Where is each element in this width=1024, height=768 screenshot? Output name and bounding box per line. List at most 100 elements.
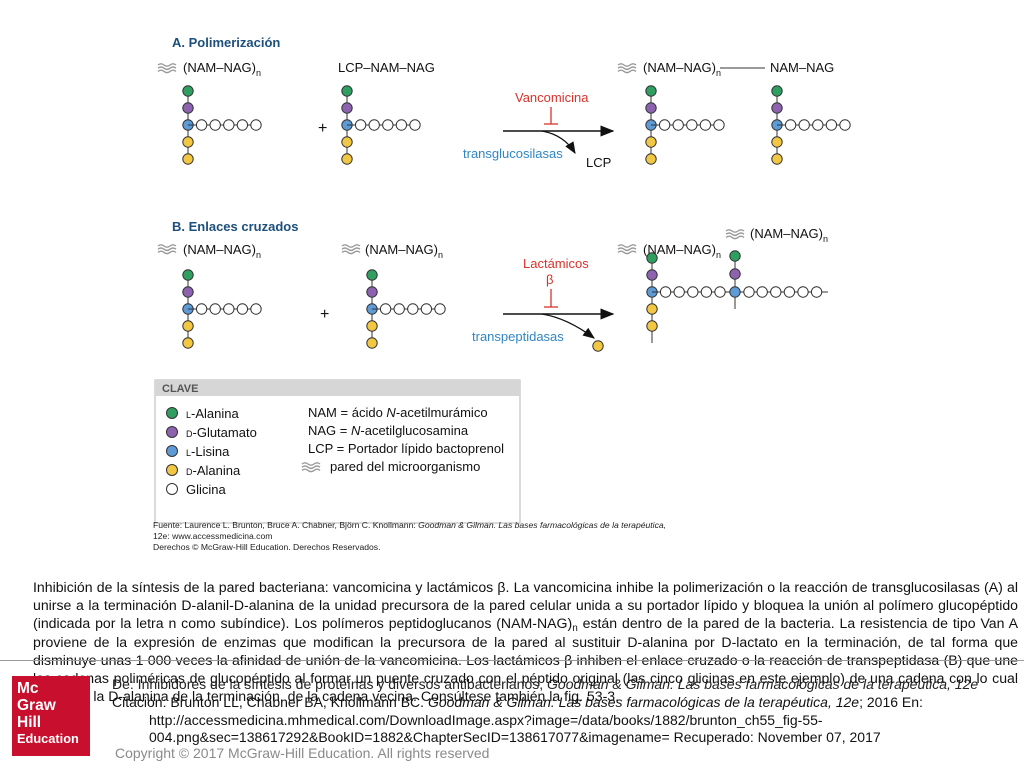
key-residue-name: -Alanina [193, 463, 241, 478]
d-glutamato-bead [366, 286, 378, 298]
d-alanina-bead [182, 337, 194, 349]
citation-book-title: Goodman & Gilman: Las bases farmacológic… [427, 694, 860, 710]
panel-b-title: B. Enlaces cruzados [172, 219, 298, 234]
d-alanina-bead [182, 153, 194, 165]
glicina-bead [409, 119, 421, 131]
key-header [155, 380, 520, 396]
panel-a-unit-left-main: (NAM–NAG) [183, 60, 256, 75]
panel-a-title: A. Polimerización [172, 35, 280, 50]
wall-b-mid-wave [341, 247, 361, 252]
glicina-bead [236, 303, 249, 315]
d-alanina-bead [646, 320, 658, 332]
panel-b-plus: + [320, 306, 329, 323]
key-definition-rest: -acetilmurámico [396, 405, 488, 420]
glicina-bead [195, 119, 208, 131]
glicina-bead [812, 119, 824, 131]
d-glutamato-bead [341, 102, 353, 114]
key-definition: pared del microorganismo [330, 459, 480, 474]
wall-a-left-wave [157, 63, 177, 67]
panel-a-unit-mid: LCP–NAM–NAG [338, 60, 435, 75]
l-alanina-bead [341, 85, 353, 97]
caption-text: Inhibición de la síntesis de la pared ba… [33, 579, 1018, 632]
d-alanina-bead [771, 153, 783, 165]
glicina-bead [700, 286, 713, 298]
key-box: CLAVEL-AlaninaD-GlutamatoL-LisinaD-Alani… [154, 379, 521, 524]
glicina-bead [687, 286, 699, 298]
glicina-bead [379, 303, 392, 315]
panel-a-plus: + [318, 120, 327, 137]
glicina-bead [784, 119, 797, 131]
key-wall-icon [301, 462, 321, 473]
l-alanina-bead [182, 269, 194, 281]
d-alanina-bead [645, 153, 657, 165]
logo-line-education: Education [17, 731, 79, 746]
d-alanina-bead [182, 320, 194, 332]
glicina-bead [393, 303, 405, 315]
wall-b-mid-wave [341, 244, 361, 248]
wall-a-left-wave [157, 66, 177, 71]
wall-a-left [157, 63, 177, 74]
key-definition-italic: N [351, 423, 361, 438]
glicina-bead [673, 286, 685, 298]
key-definition-abbr: LCP = [308, 441, 348, 456]
d-glutamato-bead [182, 102, 194, 114]
l-alanina-bead [366, 269, 378, 281]
precursor-b-mid [366, 269, 446, 349]
precursor-a-right-2 [771, 85, 851, 165]
key-residue-label: Glicina [186, 482, 227, 497]
wall-b-right-wave [617, 247, 637, 252]
l-alanina-bead [182, 85, 194, 97]
glicina-bead [810, 286, 823, 298]
source-book-title: Goodman & Gilman: Las bases farmacológic… [547, 676, 979, 692]
glicina-bead [223, 119, 235, 131]
panel-b: B. Enlaces cruzados(NAM–NAG)n+(NAM–NAG)n… [157, 219, 828, 352]
wall-a-right-wave [617, 66, 637, 71]
key-definition: LCP = Portador lípido bactoprenol [308, 441, 504, 456]
key-definition-abbr: NAG = [308, 423, 351, 438]
source-block: De: Inhibidores de la síntesis de proteí… [0, 676, 1024, 746]
glicina-bead [382, 119, 394, 131]
wall-b-right-wave [617, 244, 637, 248]
panel-a-enzyme: transglucosilasas [463, 146, 563, 161]
panel-b-branch-arrow [541, 313, 595, 339]
key-definition: NAG = N-acetilglucosamina [308, 423, 469, 438]
glicina-bead [434, 303, 446, 315]
panel-a-result-right: NAM–NAG [770, 60, 834, 75]
wall-a-right [617, 63, 637, 74]
d-alanina-bead [341, 136, 353, 148]
precursor-b-left [182, 269, 262, 349]
wall-b-top [725, 229, 745, 240]
glicina-bead [209, 119, 221, 131]
key-residue-prefix: D [186, 429, 193, 439]
glicina-bead [783, 286, 796, 298]
glicina-bead [368, 119, 380, 131]
glicina-bead [354, 119, 367, 131]
glicina-bead [250, 119, 262, 131]
panel-a-branch-arrow [541, 130, 576, 155]
credit-italic: Goodman & Gilman. Las bases farmacológic… [418, 520, 666, 530]
key-definition: NAM = ácido N-acetilmurámico [308, 405, 488, 420]
l-alanina-bead [729, 250, 741, 262]
citation-url-line1[interactable]: http://accessmedicina.mhmedical.com/Down… [149, 711, 823, 728]
wall-b-right [617, 244, 637, 255]
glicina-bead [770, 286, 782, 298]
key-definition-text: Portador lípido bactoprenol [348, 441, 504, 456]
key-residue-name: -Alanina [191, 406, 239, 421]
panel-b-inhibitor: Lactámicos [523, 256, 589, 271]
divider [0, 660, 1024, 661]
mcgraw-hill-logo: Mc Graw Hill Education [12, 676, 90, 756]
glicina-bead [825, 119, 838, 131]
key-residue-prefix: L [186, 448, 191, 458]
l-alanina-bead [646, 252, 658, 264]
panel-b-result-left-sub: n [716, 250, 721, 260]
key-wall-icon-wave [301, 462, 321, 466]
key-bead [166, 445, 178, 457]
key-residue-label: D-Glutamato [186, 425, 257, 440]
key-residue-name: -Glutamato [193, 425, 257, 440]
d-glutamato-bead [771, 102, 783, 114]
panel-b-result-top-sub: n [823, 234, 828, 244]
panel-b-result-left: (NAM–NAG)n [643, 242, 721, 260]
wall-b-left-wave [157, 250, 177, 255]
wall-a-right-wave [617, 69, 637, 74]
wall-b-mid-wave [341, 250, 361, 255]
